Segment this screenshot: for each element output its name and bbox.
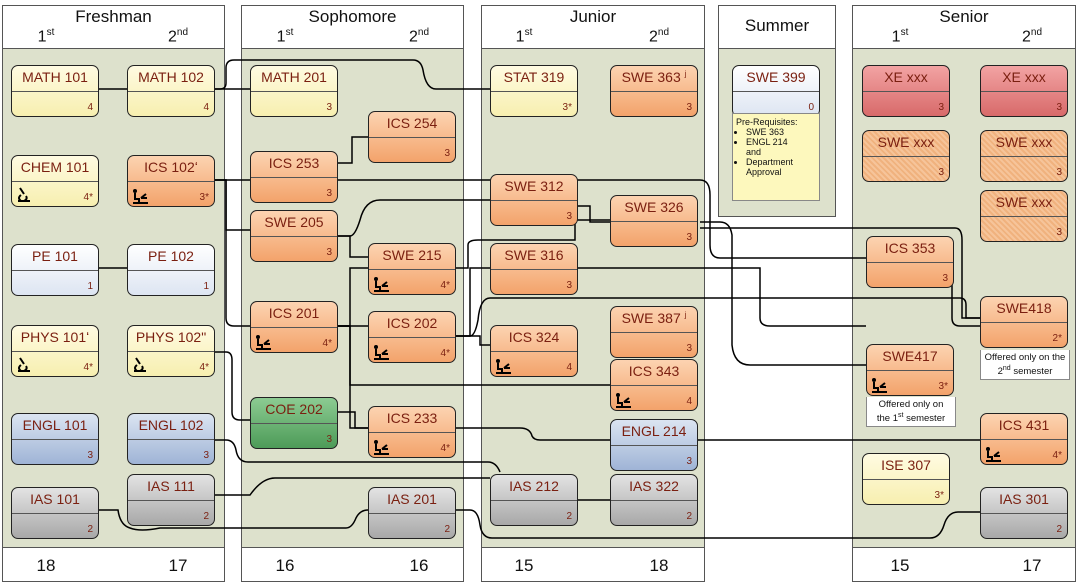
computer-lab-icon bbox=[614, 390, 632, 408]
credits-sem2: 17 bbox=[168, 556, 188, 575]
panel-title: Junior bbox=[569, 7, 617, 26]
computer-lab-icon bbox=[372, 274, 390, 292]
panel-title: Sophomore bbox=[308, 7, 397, 26]
panel-title: Summer bbox=[744, 16, 810, 35]
computer-lab-icon bbox=[984, 444, 1002, 462]
microscope-icon bbox=[15, 356, 33, 374]
semester-1-label: 1st bbox=[37, 27, 55, 46]
semester-2-label: 2nd bbox=[648, 27, 670, 46]
semester-1-label: 1st bbox=[891, 27, 909, 46]
credits-sem1: 15 bbox=[890, 556, 910, 575]
sophomore-panel: Sophomore 1st 2nd 16 16 bbox=[241, 5, 464, 582]
computer-lab-icon bbox=[254, 332, 272, 350]
credits-sem1: 18 bbox=[36, 556, 56, 575]
computer-lab-icon bbox=[131, 186, 149, 204]
computer-lab-icon bbox=[372, 437, 390, 455]
credits-sem1: 15 bbox=[514, 556, 534, 575]
panel-title: Freshman bbox=[75, 7, 152, 26]
credits-sem2: 18 bbox=[649, 556, 669, 575]
semester-2-label: 2nd bbox=[408, 27, 430, 46]
computer-lab-icon bbox=[494, 356, 512, 374]
prerequisites-list: SWE 363 ENGL 214 and Department Approval bbox=[736, 127, 816, 177]
semester-2-label: 2nd bbox=[167, 27, 189, 46]
prerequisites-box: Pre-Requisites: SWE 363 ENGL 214 and Dep… bbox=[732, 113, 820, 201]
microscope-icon bbox=[131, 356, 149, 374]
semester-1-label: 1st bbox=[515, 27, 533, 46]
microscope-icon bbox=[15, 186, 33, 204]
panel-title: Senior bbox=[939, 7, 989, 26]
credits-sem2: 17 bbox=[1022, 556, 1042, 575]
credits-sem2: 16 bbox=[409, 556, 429, 575]
computer-lab-icon bbox=[372, 342, 390, 360]
semester-1-label: 1st bbox=[276, 27, 294, 46]
computer-lab-icon bbox=[870, 375, 888, 393]
credits-sem1: 16 bbox=[275, 556, 295, 575]
semester-2-label: 2nd bbox=[1021, 27, 1043, 46]
